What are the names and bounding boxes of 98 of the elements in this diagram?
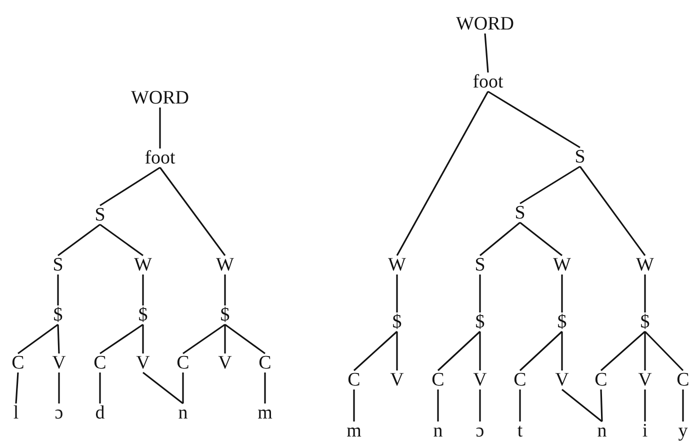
tree-label: $ bbox=[474, 312, 486, 332]
tree-branch bbox=[142, 324, 144, 354]
tree-label: $ bbox=[639, 312, 651, 332]
tree-label: y bbox=[677, 422, 689, 440]
tree-label: C bbox=[594, 370, 608, 390]
tree-branch bbox=[561, 274, 563, 312]
tree-branch bbox=[520, 166, 580, 204]
tree-label: C bbox=[676, 370, 690, 390]
tree-branch bbox=[562, 388, 602, 422]
tree-label: ɔ bbox=[54, 404, 64, 422]
tree-branch bbox=[644, 274, 646, 312]
tree-branch bbox=[519, 390, 521, 422]
tree-branch bbox=[100, 224, 144, 256]
tree-branch bbox=[142, 372, 184, 404]
tree-branch bbox=[182, 372, 184, 404]
tree-branch bbox=[100, 166, 160, 206]
tree-branch bbox=[224, 324, 266, 354]
tree-label: C bbox=[346, 370, 362, 390]
tree-label: V bbox=[217, 354, 233, 372]
tree-label: W bbox=[635, 256, 655, 274]
tree-label: foot bbox=[472, 72, 504, 92]
tree-label: V bbox=[135, 354, 151, 372]
tree-label: $ bbox=[52, 306, 64, 324]
tree-label: m bbox=[346, 422, 362, 440]
tree-branch bbox=[644, 330, 684, 372]
tree-label: W bbox=[552, 256, 572, 274]
tree-branch bbox=[644, 390, 646, 422]
tree-branch bbox=[353, 390, 355, 422]
tree-branch bbox=[484, 33, 489, 73]
tree-label: C bbox=[258, 354, 272, 372]
tree-label: C bbox=[92, 354, 108, 372]
tree-label: $ bbox=[219, 306, 231, 324]
tree-branch bbox=[479, 390, 481, 422]
tree-branch bbox=[57, 324, 60, 354]
tree-branch bbox=[58, 372, 60, 404]
tree-label: t bbox=[516, 422, 524, 440]
tree-branch bbox=[520, 222, 562, 256]
tree-branch bbox=[479, 274, 481, 312]
tree-label: $ bbox=[391, 312, 403, 332]
tree-branch bbox=[15, 372, 19, 404]
tree-label: S bbox=[94, 206, 106, 224]
tree-branch bbox=[142, 274, 144, 306]
tree-branch bbox=[396, 332, 398, 370]
tree-label: C bbox=[512, 370, 528, 390]
tree-branch bbox=[264, 372, 266, 404]
tree-label: ɔ bbox=[474, 422, 486, 440]
tree-label: C bbox=[430, 370, 446, 390]
tree-label: W bbox=[133, 256, 153, 274]
tree-branch bbox=[519, 330, 563, 372]
tree-branch bbox=[682, 390, 684, 422]
tree-label: W bbox=[387, 256, 407, 274]
tree-label: n bbox=[432, 422, 444, 440]
tree-branch bbox=[600, 389, 603, 422]
tree-label: n bbox=[596, 422, 608, 440]
tree-branch bbox=[99, 372, 101, 404]
tree-branch bbox=[479, 332, 481, 370]
tree-branch bbox=[159, 167, 226, 256]
tree-branch bbox=[600, 330, 646, 372]
tree-branch bbox=[159, 108, 161, 148]
tree-label: i bbox=[641, 422, 649, 440]
tree-branch bbox=[579, 166, 646, 256]
tree-branch bbox=[396, 91, 489, 256]
tree-label: n bbox=[177, 404, 189, 422]
tree-label: $ bbox=[556, 312, 568, 332]
tree-label: W bbox=[215, 256, 235, 274]
tree-branch bbox=[437, 330, 481, 372]
tree-branch bbox=[561, 332, 563, 370]
tree-label: l bbox=[12, 404, 20, 422]
tree-label: C bbox=[10, 354, 26, 372]
tree-label: S bbox=[52, 256, 64, 274]
tree-branch bbox=[396, 274, 398, 312]
tree-label: S bbox=[574, 148, 586, 166]
tree-branch bbox=[224, 324, 226, 354]
tree-label: V bbox=[389, 370, 405, 390]
tree-branch bbox=[100, 324, 144, 354]
tree-label: V bbox=[51, 354, 67, 372]
tree-branch bbox=[58, 224, 100, 256]
tree-label: S bbox=[514, 204, 526, 222]
tree-label: C bbox=[176, 354, 190, 372]
tree-label: WORD bbox=[130, 88, 190, 108]
tree-label: m bbox=[256, 404, 274, 422]
tree-label: V bbox=[637, 370, 653, 390]
tree-branch bbox=[480, 222, 520, 256]
tree-label: d bbox=[94, 404, 106, 422]
tree-branch bbox=[18, 324, 58, 354]
tree-branch bbox=[224, 274, 226, 306]
tree-branch bbox=[437, 390, 439, 422]
tree-label: foot bbox=[144, 148, 176, 168]
tree-branch bbox=[644, 332, 646, 370]
tree-label: S bbox=[474, 256, 486, 274]
tree-label: V bbox=[554, 370, 570, 390]
tree-branch bbox=[353, 330, 398, 372]
tree-label: WORD bbox=[454, 14, 516, 34]
tree-label: V bbox=[472, 370, 488, 390]
tree-label: $ bbox=[137, 306, 149, 324]
tree-branch bbox=[57, 274, 59, 306]
tree-branch bbox=[182, 324, 226, 354]
tree-branch bbox=[488, 90, 580, 148]
